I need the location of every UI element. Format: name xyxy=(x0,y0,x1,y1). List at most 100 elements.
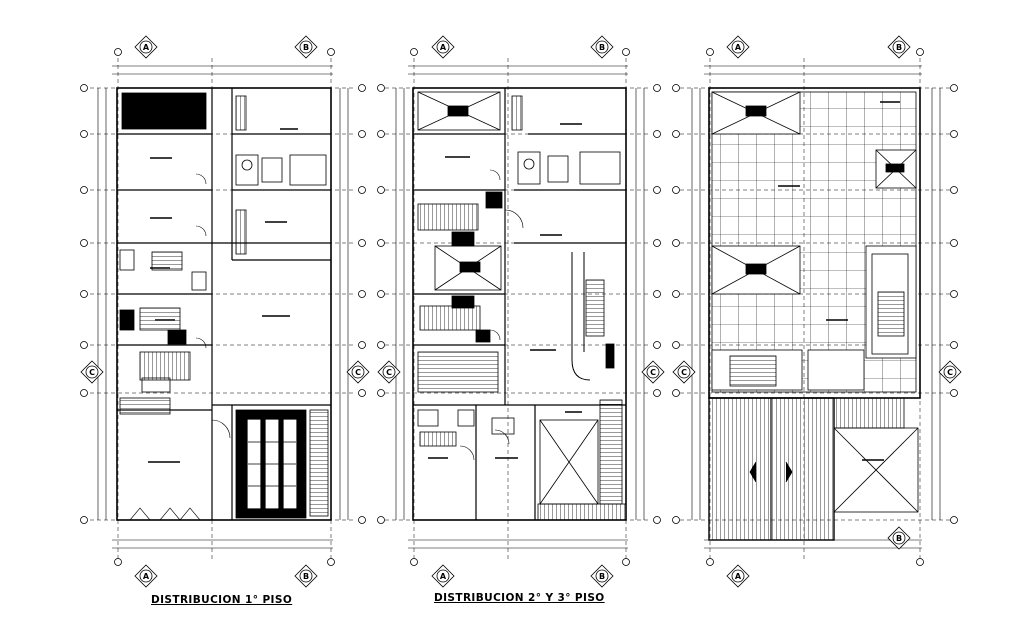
plan-2-grid-bubble-left-c: C xyxy=(377,360,401,384)
svg-text:A: A xyxy=(735,572,742,581)
svg-text:B: B xyxy=(599,572,605,581)
plan-3-axis-marker-top-2 xyxy=(916,48,924,56)
svg-text:A: A xyxy=(440,572,447,581)
svg-text:A: A xyxy=(735,43,742,52)
plan-3-axis-marker-right-5 xyxy=(950,290,958,298)
plan-2-grid-bubble-right-c: C xyxy=(641,360,665,384)
plan-2-axis-marker-bottom-1 xyxy=(410,558,418,566)
plan-2-axis-marker-left-7 xyxy=(377,389,385,397)
plan-1-axis-marker-right-8 xyxy=(358,516,366,524)
plan-2 xyxy=(385,58,650,560)
plan-3 xyxy=(680,58,950,560)
plan-1-axis-marker-left-5 xyxy=(80,290,88,298)
svg-text:C: C xyxy=(650,368,656,377)
plan-1-title: DISTRIBUCION 1° PISO xyxy=(151,594,293,606)
plan-2-axis-marker-left-5 xyxy=(377,290,385,298)
plan-2-dimension-lines xyxy=(395,65,645,549)
plan-1-axis-marker-bottom-1 xyxy=(114,558,122,566)
plan-3-axis-marker-right-7 xyxy=(950,389,958,397)
plan-3-grid-bubble-right-c: C xyxy=(938,360,962,384)
plan-2-axis-marker-left-8 xyxy=(377,516,385,524)
plan-3-axis-marker-bottom-2 xyxy=(916,558,924,566)
plan-2-grid-bubble-bottom-b: B xyxy=(590,564,614,588)
plan-1-grid-bubble-bottom-b: B xyxy=(294,564,318,588)
svg-text:A: A xyxy=(143,572,150,581)
plan-1-grid-bubble-right-c: C xyxy=(346,360,370,384)
plan-3-axis-marker-top-1 xyxy=(706,48,714,56)
plan-1-grid-bubble-top-b: B xyxy=(294,35,318,59)
plan-1-dimension-lines xyxy=(97,65,349,549)
plan-2-voids xyxy=(417,91,599,505)
plan-3-grid-bubble-top-b: B xyxy=(887,35,911,59)
plan-3-grid-bubble-top-a: A xyxy=(726,35,750,59)
svg-text:C: C xyxy=(947,368,953,377)
plan-3-axis-marker-left-1 xyxy=(672,84,680,92)
svg-text:C: C xyxy=(355,368,361,377)
plan-1-grid-bubble-top-a: A xyxy=(134,35,158,59)
plan-1-axis-marker-right-2 xyxy=(358,130,366,138)
plan-2-axis-marker-right-8 xyxy=(653,516,661,524)
plan-1-axis-marker-right-1 xyxy=(358,84,366,92)
plan-3-axis-marker-left-8 xyxy=(672,516,680,524)
plan-1-axis-marker-right-6 xyxy=(358,341,366,349)
plan-2-grid-bubble-top-a: A xyxy=(431,35,455,59)
plan-2-axis-marker-right-6 xyxy=(653,341,661,349)
plan-2-walls xyxy=(413,88,626,520)
svg-text:B: B xyxy=(599,43,605,52)
plan-2-title: DISTRIBUCION 2° Y 3° PISO xyxy=(434,592,605,604)
plan-3-grid-bubble-bottom-b: B xyxy=(887,526,911,550)
plan-3-axis-marker-right-4 xyxy=(950,239,958,247)
plan-3-axis-marker-right-1 xyxy=(950,84,958,92)
plan-3-axis-marker-right-2 xyxy=(950,130,958,138)
plan-1-axis-marker-left-2 xyxy=(80,130,88,138)
plan-3-grid-bubble-bottom-a: A xyxy=(726,564,750,588)
svg-text:C: C xyxy=(386,368,392,377)
plan-3-axis-marker-left-3 xyxy=(672,186,680,194)
plan-3-axis-marker-left-5 xyxy=(672,290,680,298)
plan-1-axis-marker-bottom-2 xyxy=(327,558,335,566)
plan-1-axis-marker-left-6 xyxy=(80,341,88,349)
plan-2-axis-marker-left-4 xyxy=(377,239,385,247)
grid-bubbles: A B A B C C A B A B C C A B A B C C xyxy=(80,35,962,588)
plan-1-grid-bubble-bottom-a: A xyxy=(134,564,158,588)
plan-2-axis-marker-right-1 xyxy=(653,84,661,92)
plan-2-axis-marker-top-2 xyxy=(622,48,630,56)
plan-2-axis-marker-right-5 xyxy=(653,290,661,298)
svg-text:C: C xyxy=(89,368,95,377)
plan-2-axis-marker-right-4 xyxy=(653,239,661,247)
plan-3-axis-marker-right-8 xyxy=(950,516,958,524)
plan-3-axis-marker-left-7 xyxy=(672,389,680,397)
plan-2-axis-marker-bottom-2 xyxy=(622,558,630,566)
plan-2-grid-bubble-bottom-a: A xyxy=(431,564,455,588)
svg-text:A: A xyxy=(143,43,150,52)
plan-3-axis-marker-left-4 xyxy=(672,239,680,247)
plan-2-grid-bubble-top-b: B xyxy=(590,35,614,59)
plan-1-axis-marker-top-2 xyxy=(327,48,335,56)
plan-1-axis-marker-top-1 xyxy=(114,48,122,56)
plan-1 xyxy=(90,58,355,560)
plan-2-axis-marker-right-3 xyxy=(653,186,661,194)
plan-1-axis-marker-left-7 xyxy=(80,389,88,397)
plan-1-axis-marker-right-7 xyxy=(358,389,366,397)
plan-1-axis-marker-right-5 xyxy=(358,290,366,298)
plan-3-axis-marker-right-6 xyxy=(950,341,958,349)
plan-3-axis-marker-right-3 xyxy=(950,186,958,194)
plan-1-axis-marker-left-1 xyxy=(80,84,88,92)
svg-text:C: C xyxy=(681,368,687,377)
plan-1-walls xyxy=(117,88,331,520)
plan-3-axis-marker-left-2 xyxy=(672,130,680,138)
plan-1-axis-marker-right-3 xyxy=(358,186,366,194)
plan-1-grid-bubble-left-c: C xyxy=(80,360,104,384)
svg-text:B: B xyxy=(303,43,309,52)
plan-1-axis-marker-left-4 xyxy=(80,239,88,247)
plan-2-axis-marker-top-1 xyxy=(410,48,418,56)
plan-3-axis-marker-left-6 xyxy=(672,341,680,349)
plan-1-axis-marker-left-3 xyxy=(80,186,88,194)
svg-text:A: A xyxy=(440,43,447,52)
plan-2-axis-marker-left-3 xyxy=(377,186,385,194)
svg-text:B: B xyxy=(896,43,902,52)
plan-2-axis-marker-right-2 xyxy=(653,130,661,138)
plan-3-grid-bubble-left-c: C xyxy=(672,360,696,384)
plan-2-axis-marker-left-2 xyxy=(377,130,385,138)
